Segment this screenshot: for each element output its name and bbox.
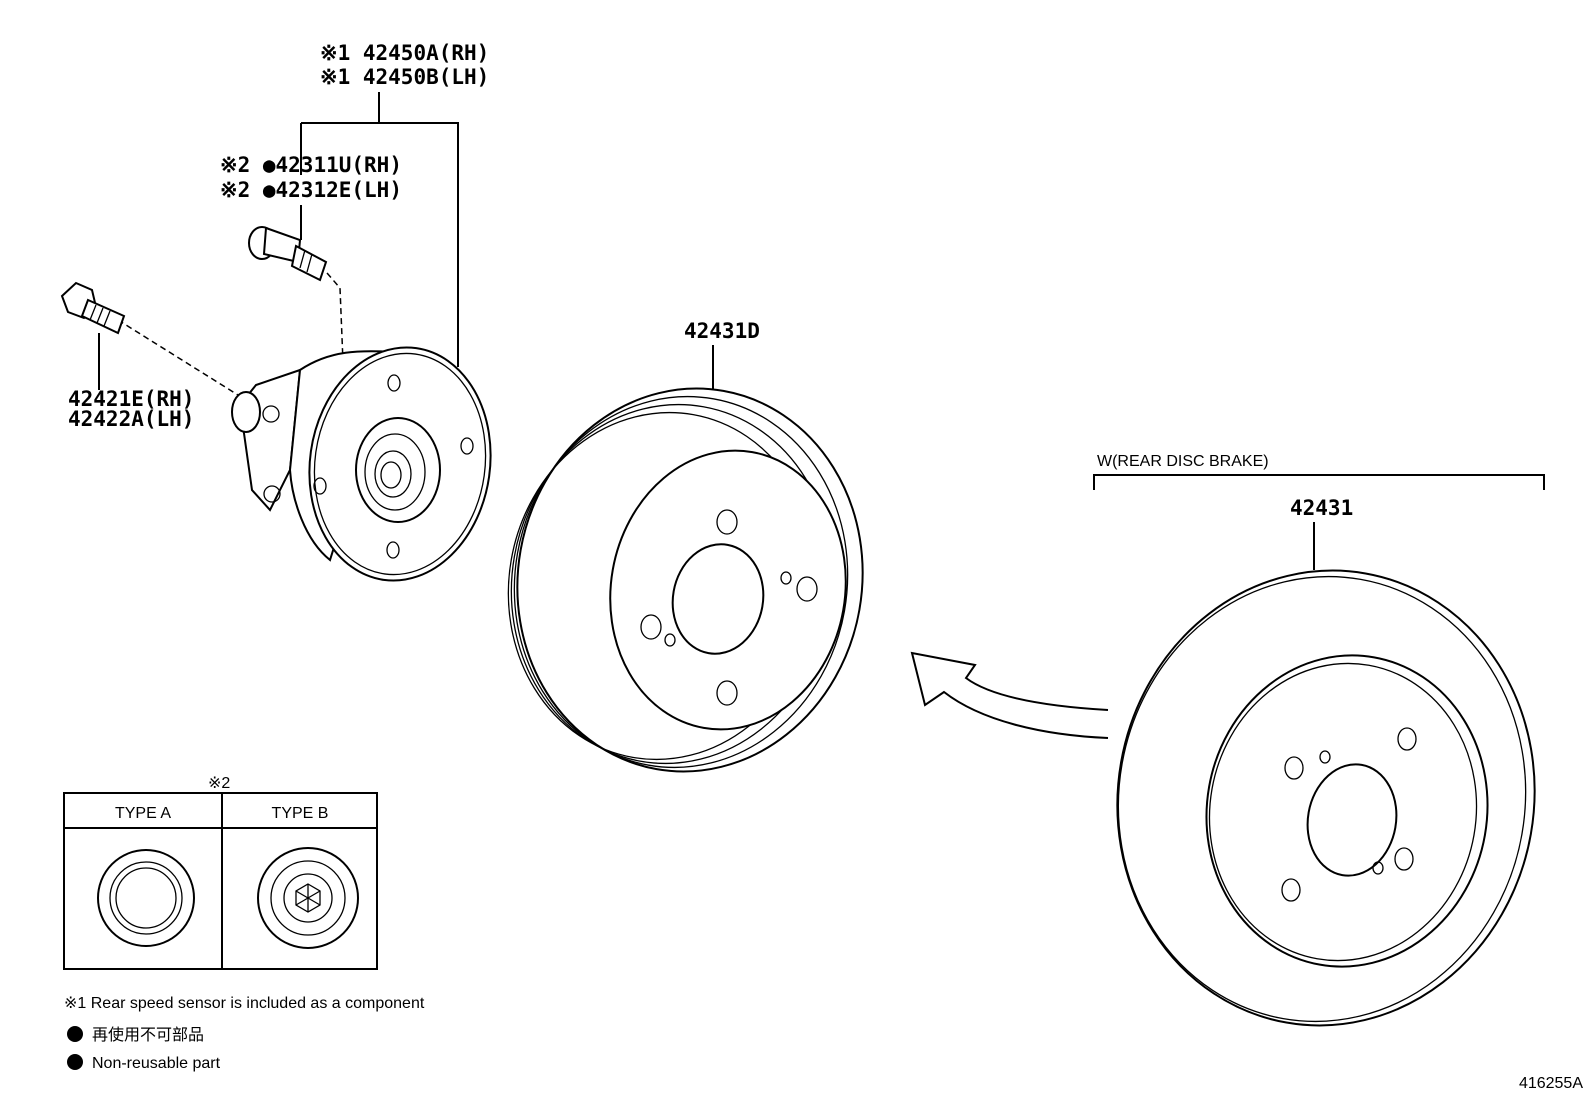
label-hub-rh: ※1 42450A(RH) (320, 41, 489, 65)
note-speed-sensor: ※1 Rear speed sensor is included as a co… (64, 995, 425, 1012)
note-nonreusable-jp: 再使用不可部品 (92, 1026, 204, 1044)
hub-bearing-drawing (231, 346, 492, 582)
note-nonreusable-en: Non-reusable part (92, 1055, 221, 1072)
label-drum: 42431D (684, 319, 760, 343)
type-b-header: TYPE B (272, 805, 329, 822)
label-hubbolt-rh: 42421E(RH) (68, 387, 194, 411)
bolt-dash (326, 272, 344, 363)
bullet-icon (67, 1026, 83, 1042)
type-a-header: TYPE A (115, 805, 171, 822)
type-table-mark: ※2 (208, 775, 230, 792)
hub-bracket-leader (300, 92, 459, 367)
label-disc-group: W(REAR DISC BRAKE) (1097, 453, 1269, 470)
disc-group-bracket (1093, 474, 1545, 490)
label-bolt-rh: ※2 ●42311U(RH) (220, 153, 402, 177)
curved-arrow (910, 651, 1109, 739)
label-disc: 42431 (1290, 496, 1353, 520)
label-hub-lh: ※1 42450B(LH) (320, 65, 489, 89)
type-b-drawing (257, 847, 359, 949)
brake-disc-drawing (1116, 569, 1536, 1027)
figure-id: 416255A (1519, 1075, 1583, 1092)
label-bolt-lh: ※2 ●42312E(LH) (220, 178, 402, 202)
type-table (63, 792, 378, 970)
stud-bolt-drawing (248, 226, 328, 282)
bullet-icon (67, 1054, 83, 1070)
hub-bolt-drawing (60, 281, 126, 335)
label-hubbolt-lh: 42422A(LH) (68, 407, 194, 431)
brake-drum-drawing (507, 387, 864, 773)
type-a-drawing (97, 849, 195, 947)
